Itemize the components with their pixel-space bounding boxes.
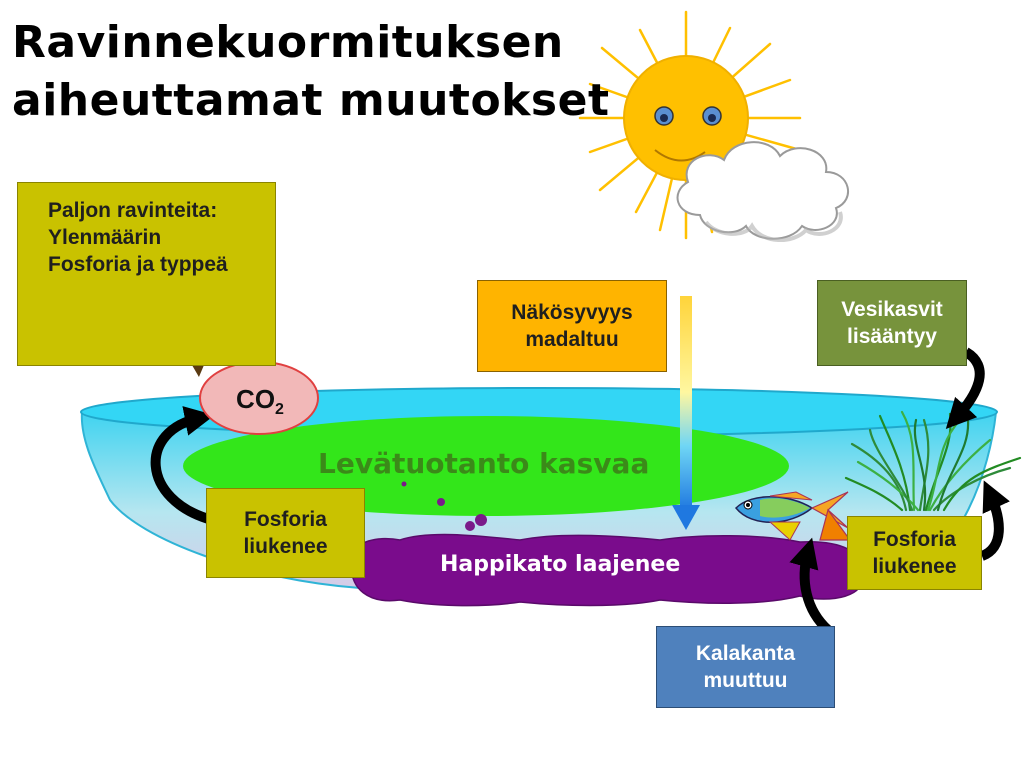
visibility-line-1: Näkösyvyys (511, 301, 633, 324)
co2-subscript: 2 (275, 401, 284, 419)
co2-label: CO2 (210, 384, 310, 418)
fish-line-1: Kalakanta (695, 642, 796, 665)
phosphorus-right-line-2: liukenee (872, 555, 957, 578)
co2-main: CO (236, 384, 276, 414)
fish-icon (734, 491, 852, 541)
phosphorus-right-box: Fosforia liukenee (847, 516, 982, 590)
nutrients-line-3: Fosforia ja typpeä (48, 253, 228, 276)
page-title: Ravinnekuormituksen aiheuttamat muutokse… (12, 14, 610, 130)
title-line-2: aiheuttamat muutokset (12, 75, 610, 126)
phosphorus-left-box: Fosforia liukenee (206, 488, 365, 578)
bubbles (401, 481, 487, 531)
visibility-line-2: madaltuu (525, 328, 619, 351)
phosphorus-right-arrow (979, 480, 1010, 561)
light-arrow (672, 296, 700, 530)
fish-arrow (789, 537, 832, 634)
nutrients-box: Paljon ravinteita: Ylenmäärin Fosforia j… (17, 182, 276, 366)
title-line-1: Ravinnekuormituksen (12, 17, 564, 68)
plants-line-2: lisääntyy (847, 325, 937, 348)
phosphorus-left-line-1: Fosforia (244, 508, 327, 531)
phosphorus-right-line-1: Fosforia (873, 528, 956, 551)
nutrients-line-1: Paljon ravinteita: (48, 199, 218, 222)
sun-icon (578, 10, 802, 240)
phosphorus-left-arrow (150, 406, 215, 525)
fish-line-2: muuttuu (703, 669, 788, 692)
algae-label: Levätuotanto kasvaa (318, 447, 650, 480)
cloud-icon (676, 141, 849, 243)
plants-box: Vesikasvit lisääntyy (817, 280, 967, 366)
phosphorus-left-line-2: liukenee (243, 535, 328, 558)
nutrients-line-2: Ylenmäärin (48, 226, 162, 249)
plants-arrow (945, 347, 985, 430)
plants-line-1: Vesikasvit (841, 298, 943, 321)
fish-box: Kalakanta muuttuu (656, 626, 835, 708)
visibility-box: Näkösyvyys madaltuu (477, 280, 667, 372)
anoxia-label: Happikato laajenee (440, 552, 681, 577)
